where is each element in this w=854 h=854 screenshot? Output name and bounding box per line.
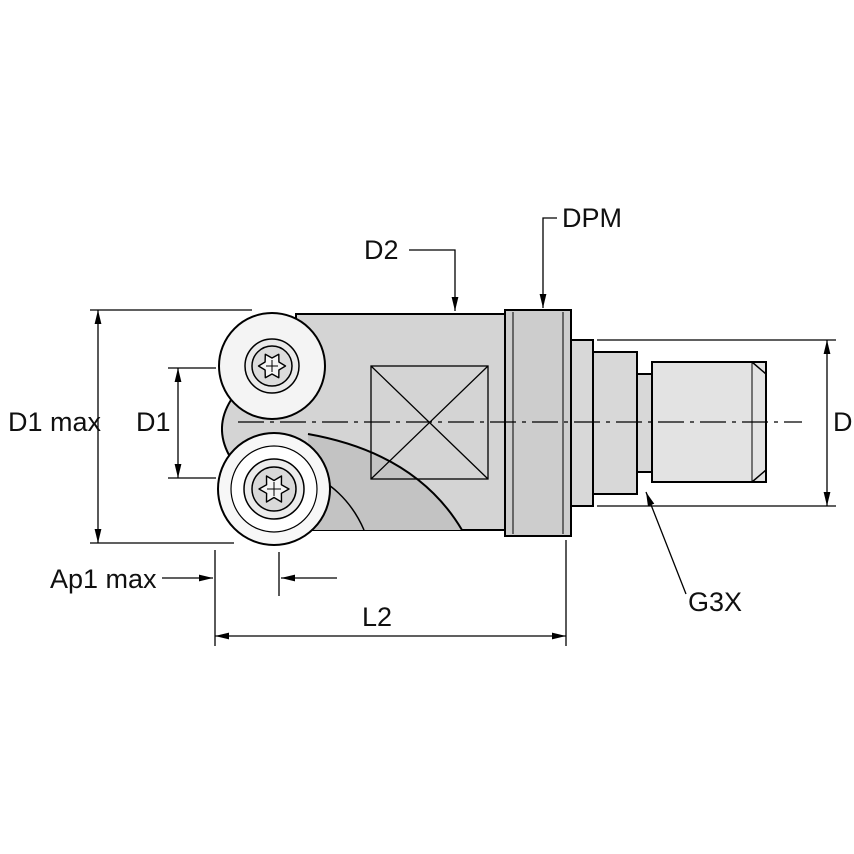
- ap1-max-label: Ap1 max: [50, 564, 157, 594]
- dim-d2: D2: [364, 235, 459, 311]
- dpm-label: DPM: [562, 203, 622, 233]
- d1-max-label: D1 max: [8, 407, 102, 437]
- g3x-label: G3X: [688, 587, 742, 617]
- head-neck-edge: [221, 399, 232, 456]
- dim-g3x: G3X: [645, 491, 742, 617]
- top-insert: [218, 312, 326, 420]
- dim-dpm: DPM: [539, 203, 622, 308]
- shank-step-1: [570, 339, 594, 507]
- shank-step-2: [592, 351, 638, 495]
- bottom-insert: [217, 432, 331, 546]
- dim-d: D: [597, 339, 853, 507]
- d-label: D: [833, 407, 853, 437]
- d1-label: D1: [136, 407, 171, 437]
- d2-label: D2: [364, 235, 399, 265]
- dim-d1: D1: [136, 367, 216, 479]
- flange: [504, 309, 572, 537]
- gash-face: [308, 434, 462, 530]
- thread-relief-groove: [636, 373, 653, 473]
- l2-label: L2: [362, 602, 392, 632]
- dim-ap1-max: Ap1 max: [50, 552, 337, 596]
- gash-edge-outer: [307, 433, 463, 531]
- dim-d1-max: D1 max: [8, 309, 252, 544]
- dim-l2: L2: [214, 540, 567, 646]
- tool-geometry: [217, 309, 802, 546]
